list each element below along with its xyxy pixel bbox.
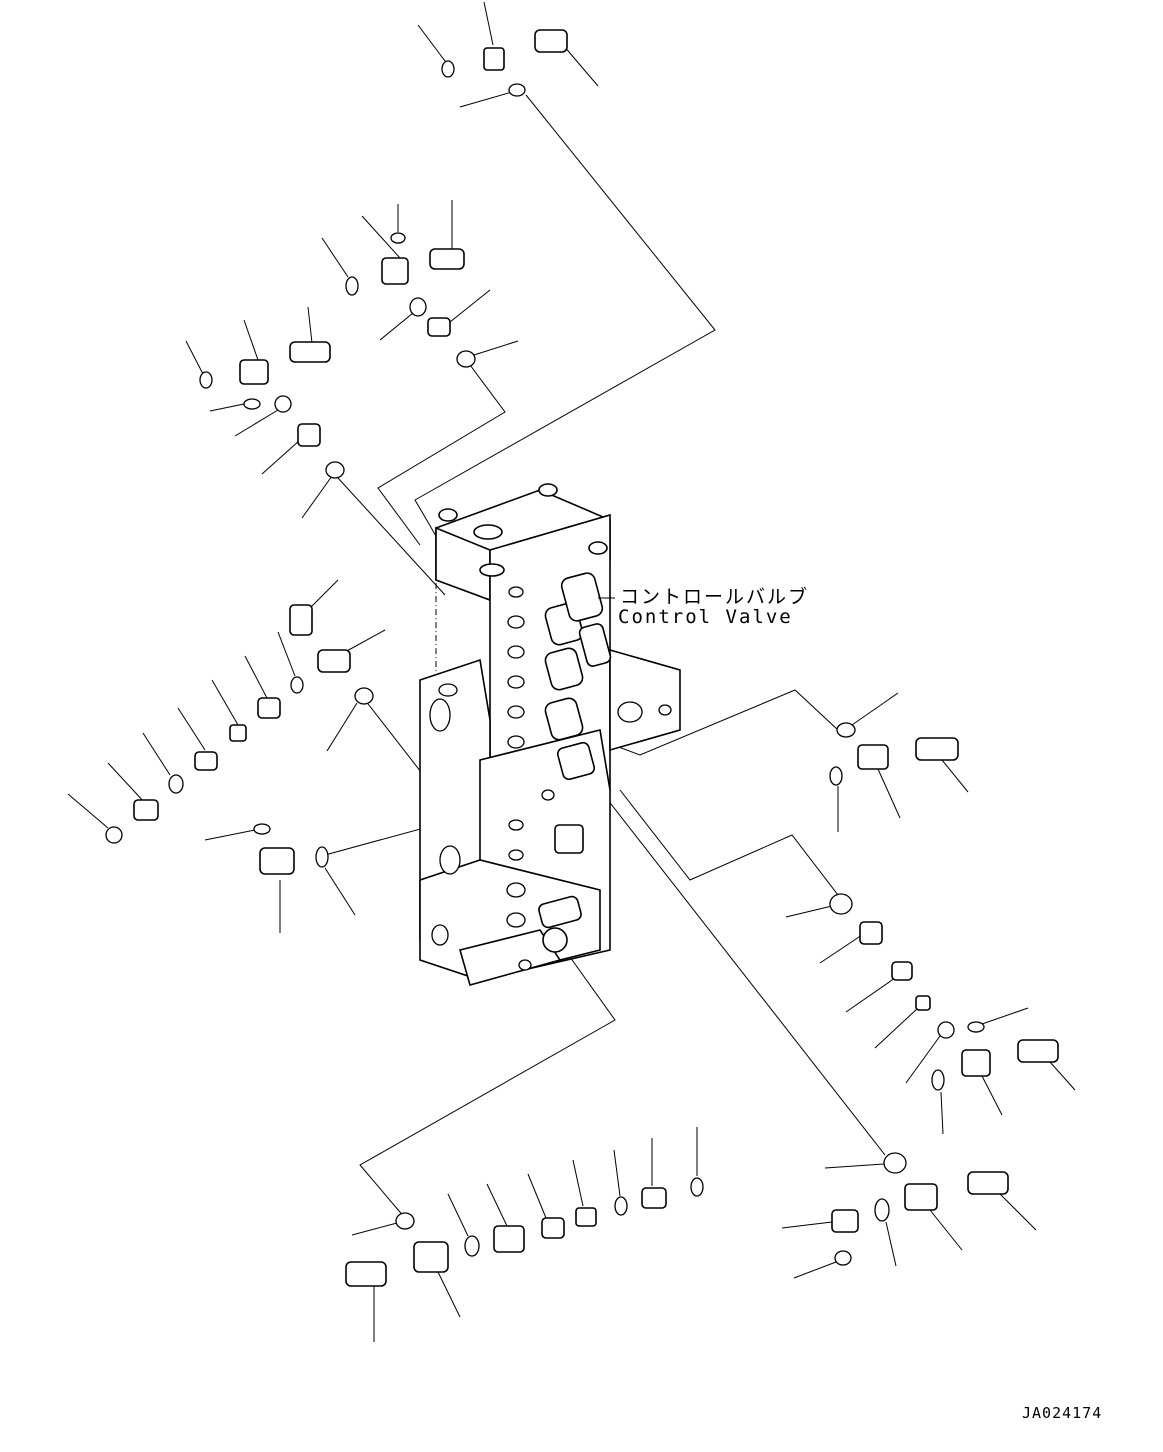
fitting-group-left-upper	[185, 306, 345, 519]
fitting-group-right-upper	[829, 692, 969, 832]
valve-ports	[429, 586, 672, 971]
fitting-group-upper-left	[321, 200, 519, 368]
assembly-leader-lines	[324, 94, 886, 1219]
control-valve-label-en: Control Valve	[618, 606, 793, 628]
mounting-bolts	[438, 483, 608, 577]
fitting-group-right-middle	[785, 893, 1076, 1135]
fitting-group-top	[417, 1, 599, 108]
reference-code: JA024174	[1022, 1404, 1103, 1422]
fitting-group-bottom	[345, 1127, 704, 1342]
fitting-group-left-middle	[67, 579, 386, 933]
control-valve-body	[419, 483, 681, 986]
solenoid-valves	[538, 572, 612, 953]
fitting-group-right-lower	[781, 1152, 1037, 1279]
control-valve-label-jp: コントロールバルブ	[620, 586, 810, 608]
